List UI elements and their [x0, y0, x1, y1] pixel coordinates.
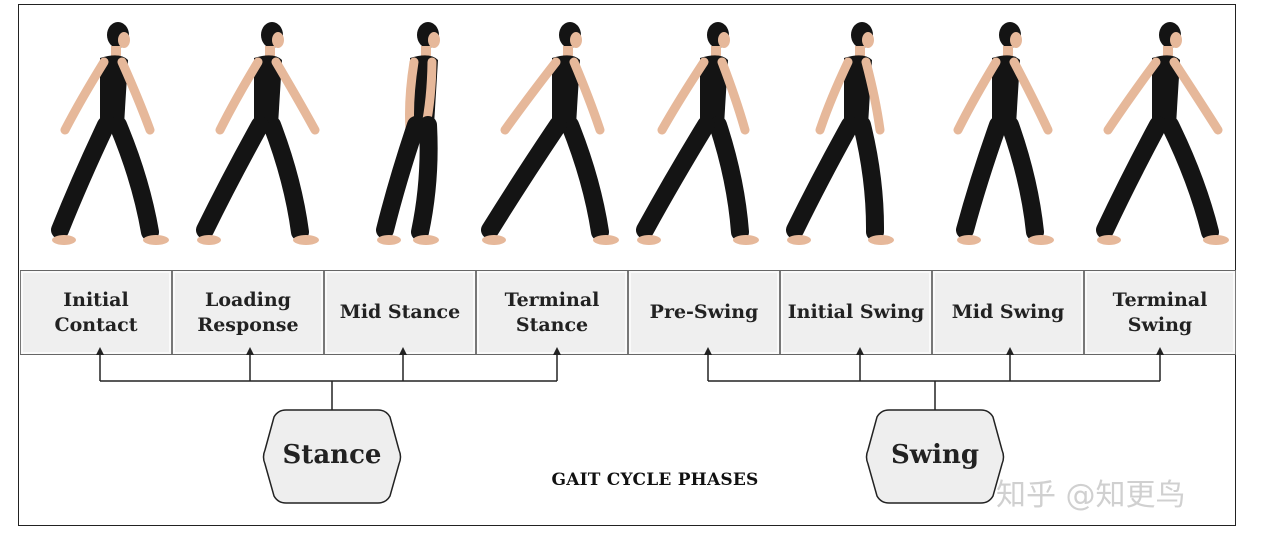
watermark: 知乎 @知更鸟	[996, 478, 1186, 513]
swing-label: Swing	[890, 440, 980, 470]
stance-label: Stance	[282, 440, 382, 470]
phase-initial-swing: Initial Swing	[780, 271, 932, 354]
phase-row: Initial Contact Loading Response Mid Sta…	[20, 270, 1236, 355]
phase-mid-stance: Mid Stance	[324, 271, 476, 354]
walking-figure-6	[786, 22, 894, 245]
phase-pre-swing: Pre-Swing	[628, 271, 780, 354]
walking-figure-7	[953, 22, 1054, 245]
phase-initial-contact: Initial Contact	[20, 271, 172, 354]
walking-figure-1	[51, 22, 169, 245]
walking-figure-8	[1096, 22, 1229, 245]
walking-figure-3	[376, 22, 440, 245]
phase-terminal-stance: Terminal Stance	[476, 271, 628, 354]
phase-loading-response: Loading Response	[172, 271, 324, 354]
walking-figure-5	[636, 22, 759, 245]
walking-figure-2	[196, 22, 320, 245]
diagram-caption: GAIT CYCLE PHASES	[551, 470, 759, 490]
walking-figure-4	[481, 22, 619, 245]
phase-terminal-swing: Terminal Swing	[1084, 271, 1236, 354]
phase-mid-swing: Mid Swing	[932, 271, 1084, 354]
walking-figures	[51, 22, 1229, 245]
